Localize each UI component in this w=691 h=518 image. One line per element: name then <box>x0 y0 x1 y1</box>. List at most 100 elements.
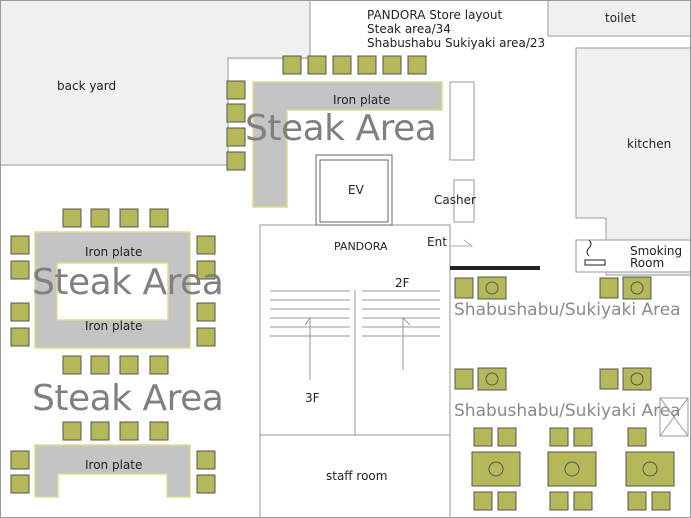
seat <box>149 421 169 441</box>
seat <box>497 427 517 447</box>
shabu-table <box>477 276 507 300</box>
seat <box>10 302 30 322</box>
seat <box>599 277 619 299</box>
ev-label: EV <box>348 183 364 197</box>
toilet-room <box>547 0 691 37</box>
seat <box>573 427 593 447</box>
shabu-table <box>471 451 521 487</box>
seat <box>497 491 517 511</box>
seat <box>357 55 377 75</box>
title-line-1: PANDORA Store layout <box>367 8 503 22</box>
entrance-arrow <box>450 239 474 247</box>
steak-area-label-bottom: Steak Area <box>32 378 224 419</box>
iron-plate-label-left-top: Iron plate <box>85 245 143 259</box>
seat <box>196 235 216 255</box>
steak-area-label-top: Steak Area <box>245 108 437 149</box>
seat <box>90 208 110 228</box>
iron-plate-top <box>252 81 443 208</box>
seat <box>226 103 246 123</box>
seat <box>627 491 647 511</box>
cross-box <box>659 397 689 437</box>
floor-3f-label: 3F <box>305 391 320 405</box>
iron-plate-label-top: Iron plate <box>333 93 391 107</box>
shabu-table <box>622 367 652 391</box>
seat <box>62 208 82 228</box>
seat <box>10 235 30 255</box>
casher-counter <box>453 179 475 223</box>
seat <box>549 491 569 511</box>
seat <box>332 55 352 75</box>
seat <box>226 80 246 100</box>
seat <box>473 491 493 511</box>
kitchen-label: kitchen <box>627 137 672 151</box>
seat <box>573 491 593 511</box>
seat <box>10 474 30 494</box>
title-line-3: Shabushabu Sukiyaki area/23 <box>367 36 546 50</box>
seat <box>90 355 110 375</box>
entrance-label: Ent <box>427 235 447 249</box>
seat <box>119 421 139 441</box>
shabu-table <box>477 367 507 391</box>
shabu-area-label-top: Shabushabu/Sukiyaki Area <box>454 300 681 320</box>
shabu-area-label-bottom: Shabushabu/Sukiyaki Area <box>454 401 681 421</box>
seat <box>10 327 30 347</box>
hot-pot <box>485 372 499 386</box>
seat <box>62 421 82 441</box>
counter <box>449 81 475 161</box>
back-yard-area <box>0 0 311 166</box>
iron-plate-left-ring <box>34 231 191 349</box>
smoking-room <box>575 239 691 273</box>
seat <box>196 302 216 322</box>
staff-room-label: staff room <box>326 469 388 483</box>
seat <box>149 355 169 375</box>
hot-pot <box>630 372 644 386</box>
seat <box>196 474 216 494</box>
seat <box>599 368 619 390</box>
seat <box>119 208 139 228</box>
seat <box>407 55 427 75</box>
seat <box>119 355 139 375</box>
shabu-table <box>625 451 675 487</box>
seat <box>307 55 327 75</box>
seat <box>382 55 402 75</box>
seat <box>627 427 647 447</box>
seat <box>454 368 474 390</box>
title-line-2: Steak area/34 <box>367 22 451 36</box>
toilet-label: toilet <box>605 11 636 25</box>
hot-pot <box>642 461 658 477</box>
seat <box>90 421 110 441</box>
seat <box>196 450 216 470</box>
seat <box>454 277 474 299</box>
seat <box>282 55 302 75</box>
smoking-room-label-2: Room <box>630 256 665 270</box>
seat <box>549 427 569 447</box>
floor-2f-label: 2F <box>395 276 410 290</box>
hot-pot <box>564 461 580 477</box>
iron-plate-label-bottom: Iron plate <box>85 458 143 472</box>
iron-plate-bottom <box>34 444 191 498</box>
hot-pot <box>485 281 499 295</box>
iron-plate-label-left-bottom: Iron plate <box>85 319 143 333</box>
back-yard-label: back yard <box>57 79 117 93</box>
seat <box>196 327 216 347</box>
seat <box>149 208 169 228</box>
shabu-table <box>547 451 597 487</box>
steak-area-label-middle: Steak Area <box>32 262 224 303</box>
seat <box>10 260 30 280</box>
seat <box>651 491 671 511</box>
seat <box>226 151 246 171</box>
hot-pot <box>630 281 644 295</box>
shabu-table <box>622 276 652 300</box>
hot-pot <box>488 461 504 477</box>
seat <box>10 450 30 470</box>
pandora-label: PANDORA <box>334 240 388 253</box>
seat <box>62 355 82 375</box>
smoking-room-label-1: Smoking <box>630 244 683 258</box>
smoking-icon <box>584 239 606 266</box>
casher-label: Casher <box>434 193 476 207</box>
seat <box>226 127 246 147</box>
seat <box>473 427 493 447</box>
seat <box>196 260 216 280</box>
